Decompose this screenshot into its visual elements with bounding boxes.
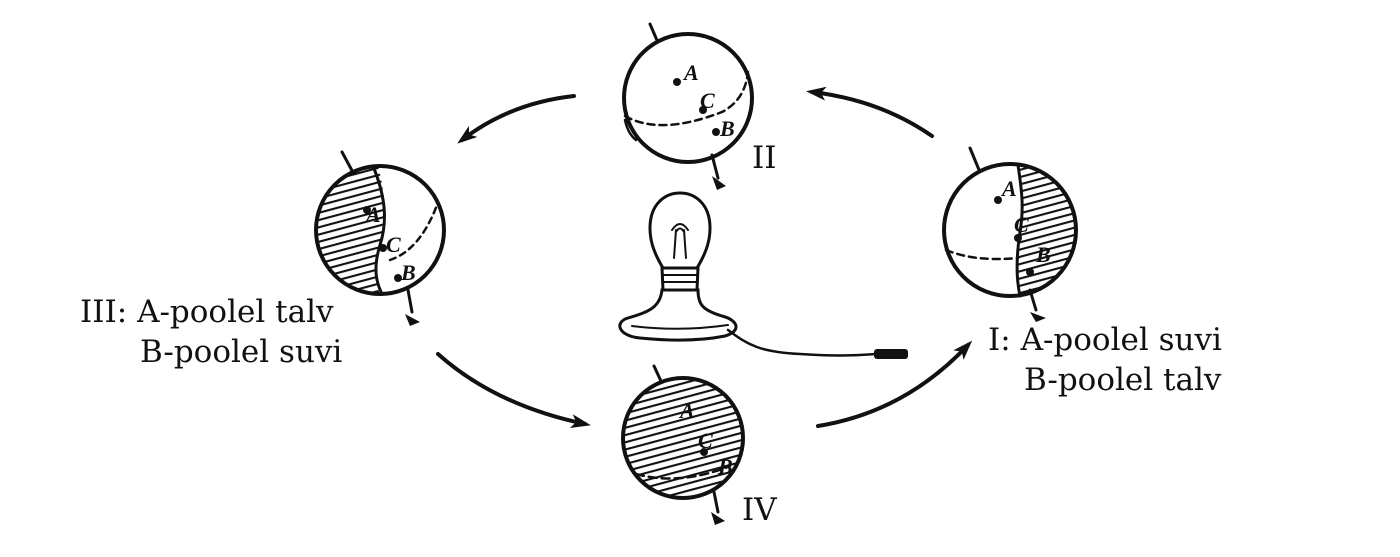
position-III-line2: B-poolel suvi: [140, 334, 342, 370]
position-IV-label: IV: [742, 492, 777, 528]
position-I-line2: B-poolel talv: [1024, 362, 1222, 398]
arrow-III-to-IV: [436, 352, 591, 428]
cord-plug: [874, 349, 908, 359]
globe-I: A C B: [942, 146, 1078, 322]
point-B-label: B: [719, 116, 735, 141]
arrow-II-to-III: [457, 94, 576, 144]
power-cord: [726, 328, 878, 357]
point-B-label: B: [400, 260, 416, 285]
orbit-arrows: [436, 86, 973, 428]
position-III-label: III: A-poolel talv: [80, 294, 334, 330]
position-III-caption: III: A-poolel talv B-poolel suvi: [80, 294, 342, 370]
point-A-label: A: [364, 202, 381, 227]
point-A-label: A: [682, 60, 699, 85]
arrow-I-to-II: [806, 86, 934, 138]
position-I-numeral: I: [988, 322, 1000, 358]
point-C-label: C: [698, 428, 713, 453]
globe-IV: A C B IV: [621, 364, 777, 528]
point-B-label: B: [717, 454, 733, 479]
position-III-numeral: III: [80, 294, 117, 330]
globe-II: A C B II: [622, 22, 777, 190]
position-III-line1: A-poolel talv: [136, 294, 334, 330]
point-C-label: C: [700, 88, 715, 113]
light-bulb-icon: [618, 191, 908, 359]
point-A-label: A: [1000, 176, 1017, 201]
position-II-label: II: [752, 140, 777, 176]
point-A-label: A: [678, 398, 695, 423]
position-I-caption: I: A-poolel suvi B-poolel talv: [988, 322, 1222, 398]
position-I-line1: A-poolel suvi: [1020, 322, 1222, 358]
arrow-IV-to-I: [816, 340, 973, 428]
point-B-label: B: [1035, 242, 1051, 267]
point-C-label: C: [386, 232, 401, 257]
position-I-label: I: A-poolel suvi: [988, 322, 1222, 358]
point-C-label: C: [1014, 212, 1029, 237]
